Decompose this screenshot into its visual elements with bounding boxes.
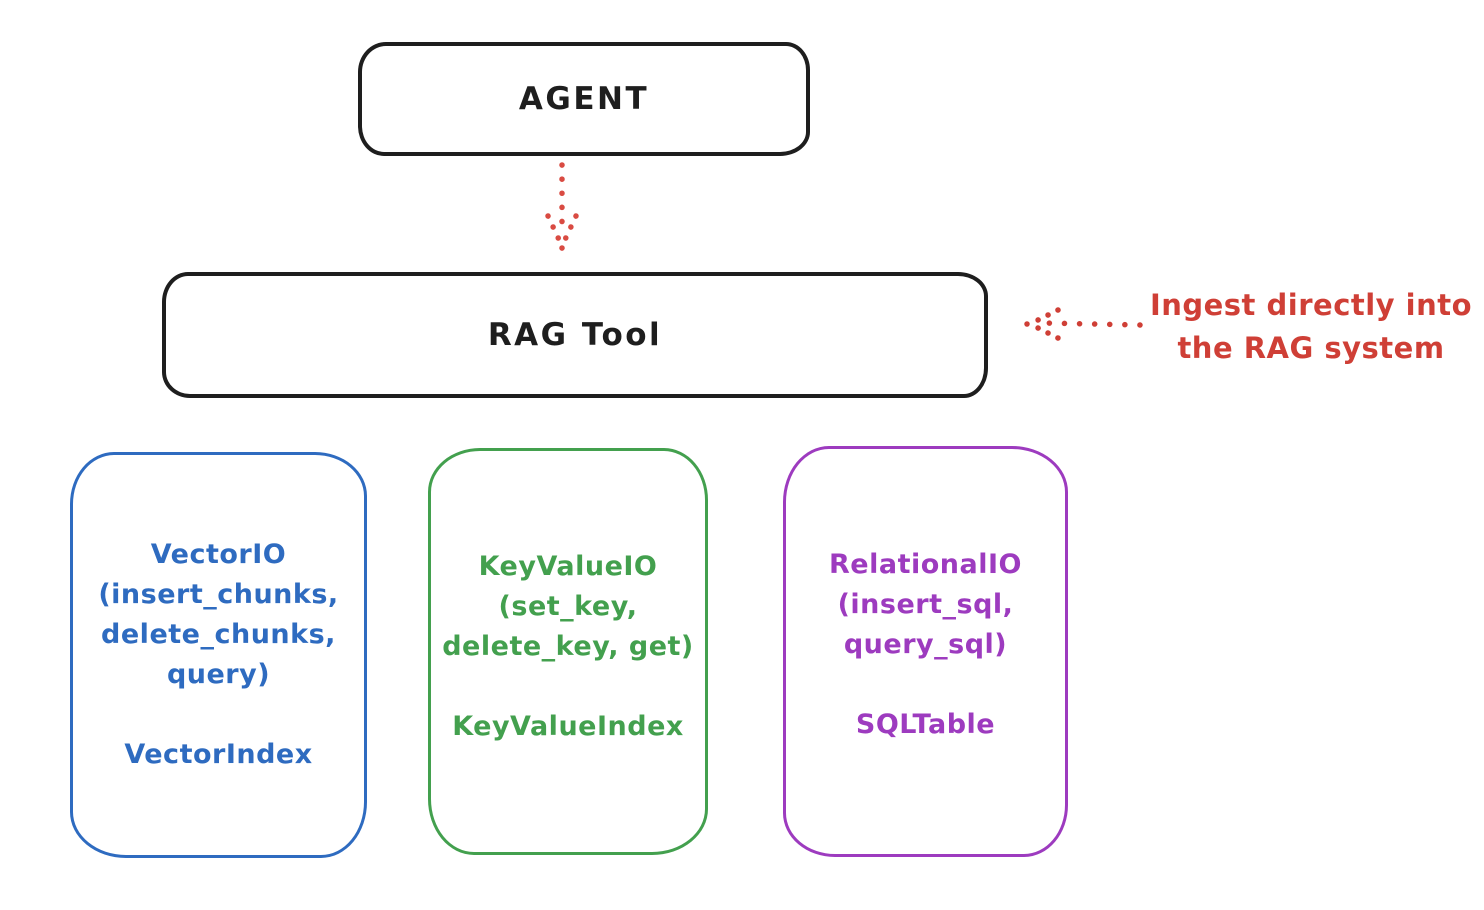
relational-io-ops-1: (insert_sql, bbox=[837, 589, 1014, 620]
vector-io-ops-1: (insert_chunks, bbox=[98, 579, 339, 610]
rag-tool-node: RAG Tool bbox=[162, 272, 988, 398]
relational-io-title: RelationalIO bbox=[829, 549, 1022, 580]
keyvalue-index-label: KeyValueIndex bbox=[452, 711, 684, 742]
keyvalue-io-ops-1: (set_key, bbox=[498, 591, 638, 622]
backend-relational-io: RelationalIO (insert_sql, query_sql) SQL… bbox=[783, 446, 1068, 857]
vector-io-ops-3: query) bbox=[166, 659, 271, 690]
ingest-annotation-arrow bbox=[1024, 307, 1143, 341]
keyvalue-io-ops-2: delete_key, get) bbox=[442, 631, 694, 662]
vector-io-text: VectorIO (insert_chunks, delete_chunks, … bbox=[73, 535, 364, 775]
sql-table-label: SQLTable bbox=[855, 709, 996, 740]
ingest-annotation-line2: the RAG system bbox=[1177, 331, 1445, 365]
keyvalue-io-text: KeyValueIO (set_key, delete_key, get) Ke… bbox=[431, 547, 705, 747]
agent-label: AGENT bbox=[518, 81, 650, 117]
backend-vector-io: VectorIO (insert_chunks, delete_chunks, … bbox=[70, 452, 367, 858]
vector-index-label: VectorIndex bbox=[124, 739, 313, 770]
ingest-annotation: Ingest directly into the RAG system bbox=[1146, 284, 1476, 370]
ingest-annotation-line1: Ingest directly into bbox=[1149, 288, 1473, 322]
vector-io-ops-2: delete_chunks, bbox=[101, 619, 336, 650]
agent-node: AGENT bbox=[358, 42, 810, 156]
rag-tool-label: RAG Tool bbox=[487, 317, 663, 353]
vector-io-title: VectorIO bbox=[150, 539, 287, 570]
keyvalue-io-title: KeyValueIO bbox=[478, 551, 658, 582]
relational-io-ops-2: query_sql) bbox=[843, 629, 1008, 660]
agent-to-rag-tool-arrow bbox=[545, 162, 579, 260]
relational-io-text: RelationalIO (insert_sql, query_sql) SQL… bbox=[786, 545, 1065, 745]
backend-keyvalue-io: KeyValueIO (set_key, delete_key, get) Ke… bbox=[428, 448, 708, 855]
